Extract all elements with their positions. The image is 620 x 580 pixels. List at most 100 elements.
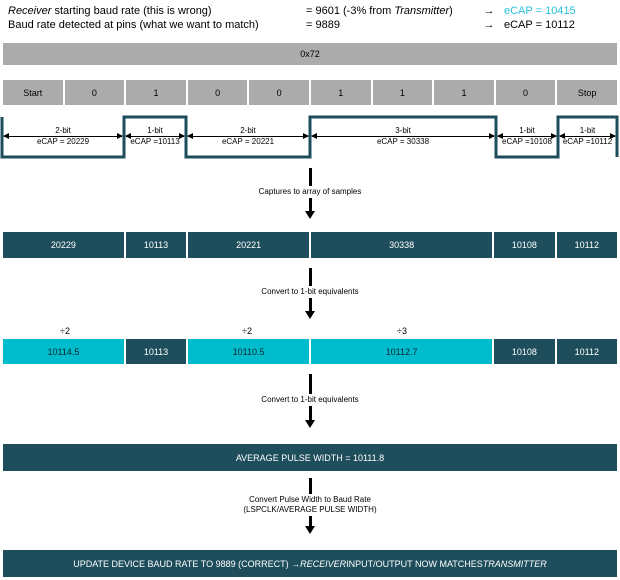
down-arrow-line (308, 374, 312, 394)
step-label: Convert to 1-bit equivalents (261, 395, 359, 404)
segment-bits-label: 2-bit (55, 126, 71, 135)
measure-arrow-line (560, 136, 615, 137)
measure-arrow-line (4, 136, 122, 137)
sample-cell: 10108 (494, 232, 555, 258)
waveform-segment-measure: 2-bit eCAP = 20229 (2, 110, 124, 162)
arrow-right-icon (551, 133, 557, 139)
header-line-1: Receiver starting baud rate (this is wro… (8, 4, 614, 18)
segment-ecap-label: eCAP =10113 (130, 137, 180, 146)
arrow-left-icon (559, 133, 565, 139)
sample-cell: 20221 (188, 232, 309, 258)
waveform-segment-measure: 3-bit eCAP = 30338 (310, 110, 496, 162)
segment-ecap-label: eCAP =10108 (502, 137, 552, 146)
arrow-left-icon (187, 133, 193, 139)
result-text-receiver: RECEIVER (300, 558, 347, 569)
result-text-mid: INPUT/OUTPUT NOW MATCHES (346, 558, 483, 569)
segment-ecap-label: eCAP = 20229 (36, 137, 90, 146)
converted-cell-highlighted: 10110.5 (188, 339, 309, 364)
segment-bits-label: 1-bit (579, 126, 596, 135)
receiver-baud-label: Receiver starting baud rate (this is wro… (8, 5, 212, 17)
converted-cell-highlighted: 10112.7 (311, 339, 493, 364)
bit-frame-bar: Start 0 1 0 0 1 1 1 0 Stop (3, 80, 617, 105)
result-text-pre: UPDATE DEVICE BAUD RATE TO 9889 (CORRECT… (73, 558, 301, 569)
sample-cell: 10112 (556, 232, 618, 258)
bit-cell: 0 (64, 80, 125, 105)
segment-bits-label: 3-bit (395, 126, 411, 135)
down-arrow-line (308, 198, 312, 211)
detected-baud-label: Baud rate detected at pins (what we want… (8, 19, 259, 31)
arrow-left-icon (497, 133, 503, 139)
down-arrow-line (308, 268, 312, 286)
arrow-left-icon (311, 133, 317, 139)
bit-cell: 1 (434, 80, 494, 105)
segment-ecap-label: eCAP = 30338 (376, 137, 430, 146)
bit-cell: 1 (126, 80, 186, 105)
down-arrow-line (308, 516, 312, 526)
down-arrow-line (308, 298, 312, 311)
arrow-down-icon (305, 420, 315, 428)
converted-cell: 10108 (494, 339, 555, 364)
detected-baud-value: = 9889 (306, 19, 340, 31)
converted-cell: 10112 (556, 339, 618, 364)
divisor-label: ÷2 (242, 326, 252, 336)
measure-arrow-line (188, 136, 308, 137)
arrow-right-icon: → (483, 19, 495, 31)
bit-cell: 0 (187, 80, 248, 105)
divisor-label: ÷2 (60, 326, 70, 336)
receiver-baud-value: = 9601 (-3% from Transmitter) (306, 5, 453, 17)
bit-cell-stop: Stop (557, 80, 617, 105)
bit-cell: 0 (249, 80, 309, 105)
arrow-right-icon: → (483, 5, 495, 17)
detected-ecap-value: eCAP = 10112 (504, 19, 575, 31)
segment-bits-label: 2-bit (240, 126, 256, 135)
segment-ecap-label: eCAP = 20221 (221, 137, 275, 146)
divisor-label: ÷3 (397, 326, 407, 336)
step-label: Convert to 1-bit equivalents (261, 287, 359, 296)
converted-cell: 10113 (125, 339, 187, 364)
arrow-right-icon (303, 133, 309, 139)
arrow-down-icon (305, 311, 315, 319)
step-label-line2: (LSPCLK/AVERAGE PULSE WIDTH) (243, 505, 377, 514)
measure-arrow-line (498, 136, 556, 137)
bit-cell: 0 (495, 80, 556, 105)
uart-waveform (0, 115, 619, 159)
converted-values-bar: 10114.5 10113 10110.5 10112.7 10108 1011… (3, 339, 618, 364)
waveform-segment-measure: 1-bit eCAP =10108 (496, 110, 558, 162)
bit-cell: 1 (310, 80, 371, 105)
sample-cell: 10113 (125, 232, 187, 258)
waveform-segment-measure: 1-bit eCAP =10112 (558, 110, 617, 162)
segment-ecap-label: eCAP =10112 (562, 137, 613, 146)
sample-cell: 20229 (3, 232, 124, 258)
byte-value-bar: 0x72 (3, 43, 617, 65)
step-convert-2: Convert to 1-bit equivalents (0, 374, 620, 428)
arrow-down-icon (305, 526, 315, 534)
samples-array-bar: 20229 10113 20221 30338 10108 10112 (3, 232, 618, 258)
header-block: Receiver starting baud rate (this is wro… (8, 4, 614, 32)
measure-arrow-line (126, 136, 184, 137)
arrow-right-icon (489, 133, 495, 139)
segment-bits-label: 1-bit (147, 126, 163, 135)
down-arrow-line (308, 168, 312, 186)
arrow-down-icon (305, 211, 315, 219)
arrow-left-icon (125, 133, 131, 139)
bit-cell: 1 (372, 80, 433, 105)
average-pulse-width-bar: AVERAGE PULSE WIDTH = 10111.8 (3, 444, 617, 471)
receiver-ecap-value: eCAP = 10415 (504, 5, 576, 17)
waveform-segment-measure: 2-bit eCAP = 20221 (186, 110, 310, 162)
segment-bits-label: 1-bit (519, 126, 535, 135)
step-label: Captures to array of samples (258, 187, 362, 196)
arrow-right-icon (117, 133, 123, 139)
down-arrow-line (308, 406, 312, 420)
step-label-line1: Convert Pulse Width to Baud Rate (249, 495, 371, 504)
down-arrow-line (308, 478, 312, 494)
arrow-left-icon (3, 133, 9, 139)
step-captures: Captures to array of samples (0, 168, 620, 219)
measure-arrow-line (312, 136, 494, 137)
result-text-transmitter: TRANSMITTER (482, 558, 547, 569)
bit-cell-start: Start (3, 80, 63, 105)
result-bar: UPDATE DEVICE BAUD RATE TO 9889 (CORRECT… (3, 550, 617, 577)
converted-cell-highlighted: 10114.5 (3, 339, 124, 364)
step-convert-baud: Convert Pulse Width to Baud Rate (LSPCLK… (0, 478, 620, 534)
header-line-2: Baud rate detected at pins (what we want… (8, 18, 614, 32)
arrow-right-icon (179, 133, 185, 139)
